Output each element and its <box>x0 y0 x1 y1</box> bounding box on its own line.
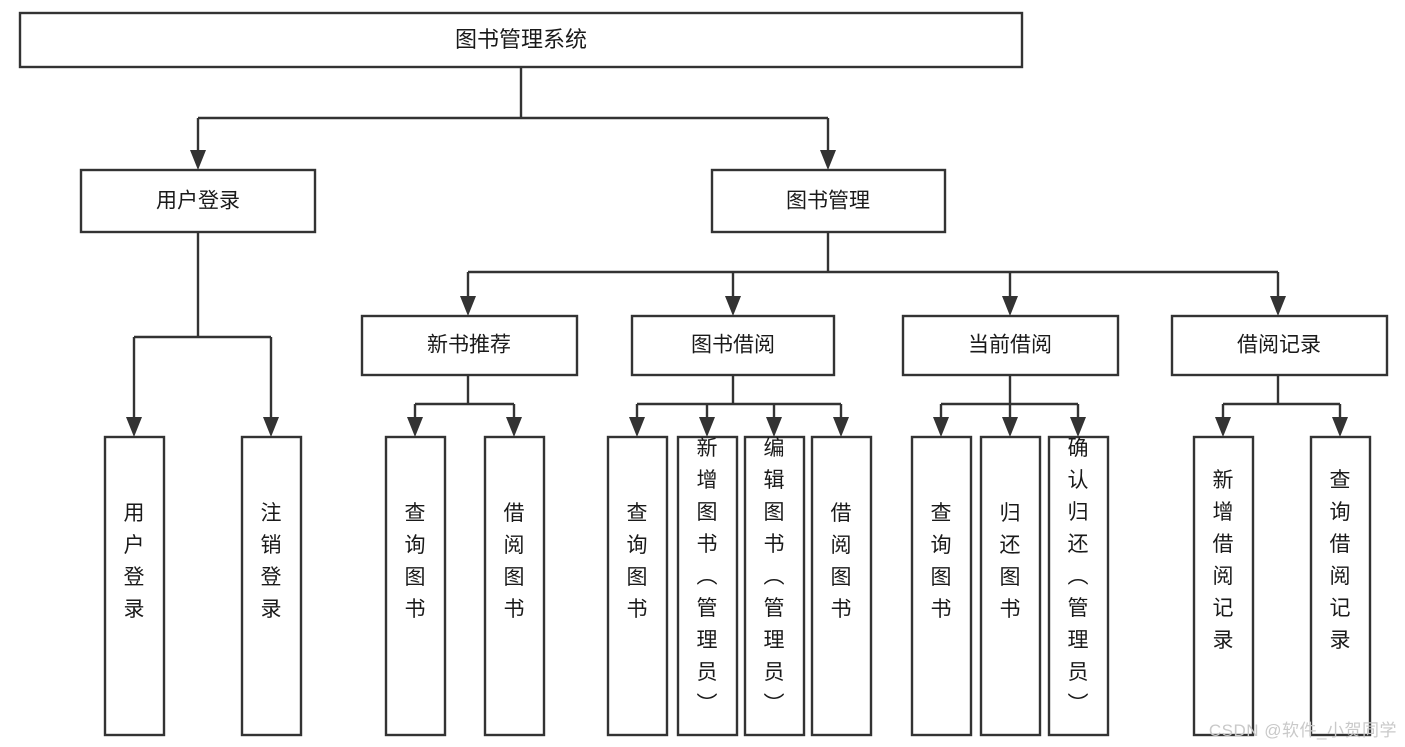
leaf-book-borrow-0-box[interactable] <box>606 435 669 737</box>
node-root[interactable]: 图书管理系统 <box>18 11 1024 69</box>
leaf-borrow-record-0-box[interactable] <box>1192 435 1255 737</box>
arrow-leaf-current-borrow-0 <box>933 417 949 437</box>
csdn-watermark: CSDN @软件_小贺同学 <box>1208 721 1397 740</box>
arrow-to-borrow-record <box>1270 296 1286 316</box>
node-current-borrow[interactable]: 当前借阅 <box>901 314 1120 377</box>
leaf-user-login-1-label: 注销登录 <box>261 502 282 621</box>
leaf-current-borrow-0[interactable]: 查询图书 <box>910 435 973 737</box>
node-user-login-label: 用户登录 <box>156 190 240 213</box>
leaf-book-borrow-2-label: 编辑图书︵管理员︶ <box>764 437 785 716</box>
node-borrow-record-box[interactable] <box>1170 314 1389 377</box>
node-current-borrow-label: 当前借阅 <box>968 334 1052 357</box>
leaf-book-borrow-1-box[interactable] <box>676 435 739 737</box>
arrow-to-current-borrow <box>1002 296 1018 316</box>
node-current-borrow-box[interactable] <box>901 314 1120 377</box>
leaf-current-borrow-2[interactable]: 确认归还︵管理员︶ <box>1047 435 1110 737</box>
leaf-user-login-0[interactable]: 用户登录 <box>103 435 166 737</box>
leaf-new-book-0[interactable]: 查询图书 <box>384 435 447 737</box>
node-new-book-recommend-label: 新书推荐 <box>427 334 511 357</box>
leaf-book-borrow-2-box[interactable] <box>743 435 806 737</box>
leaf-current-borrow-0-label: 查询图书 <box>931 502 952 621</box>
leaf-borrow-record-0[interactable]: 新增借阅记录 <box>1192 435 1255 737</box>
leaf-current-borrow-1-box[interactable] <box>979 435 1042 737</box>
arrow-to-user-login <box>190 150 206 170</box>
leaf-new-book-1-box[interactable] <box>483 435 546 737</box>
arrow-leaf-current-borrow-1 <box>1002 417 1018 437</box>
leaf-book-borrow-3[interactable]: 借阅图书 <box>810 435 873 737</box>
leaf-borrow-record-1[interactable]: 查询借阅记录 <box>1309 435 1372 737</box>
node-book-borrow-box[interactable] <box>630 314 836 377</box>
leaf-new-book-0-label: 查询图书 <box>405 502 426 621</box>
arrow-leaf-user-login-1 <box>263 417 279 437</box>
leaf-book-borrow-0-label: 查询图书 <box>627 502 648 621</box>
leaf-book-borrow-1-label: 新增图书︵管理员︶ <box>697 437 718 716</box>
leaf-book-borrow-1[interactable]: 新增图书︵管理员︶ <box>676 435 739 737</box>
node-root-box[interactable] <box>18 11 1024 69</box>
node-book-management[interactable]: 图书管理 <box>710 168 947 234</box>
node-user-login-box[interactable] <box>79 168 317 234</box>
arrow-leaf-book-borrow-3 <box>833 417 849 437</box>
leaf-current-borrow-1-label: 归还图书 <box>1000 502 1021 621</box>
arrow-leaf-book-borrow-1 <box>699 417 715 437</box>
arrow-leaf-book-borrow-2 <box>766 417 782 437</box>
arrow-leaf-borrow-record-0 <box>1215 417 1231 437</box>
leaf-book-borrow-2[interactable]: 编辑图书︵管理员︶ <box>743 435 806 737</box>
arrow-leaf-user-login-0 <box>126 417 142 437</box>
arrow-leaf-book-borrow-0 <box>629 417 645 437</box>
node-book-management-box[interactable] <box>710 168 947 234</box>
leaf-user-login-1-box[interactable] <box>240 435 303 737</box>
leaf-book-borrow-3-box[interactable] <box>810 435 873 737</box>
arrow-to-book-borrow <box>725 296 741 316</box>
leaf-new-book-0-box[interactable] <box>384 435 447 737</box>
leaf-new-book-1[interactable]: 借阅图书 <box>483 435 546 737</box>
arrow-to-book-mgmt <box>820 150 836 170</box>
leaf-current-borrow-1[interactable]: 归还图书 <box>979 435 1042 737</box>
leaf-user-login-1[interactable]: 注销登录 <box>240 435 303 737</box>
arrow-leaf-new-book-1 <box>506 417 522 437</box>
arrow-leaf-borrow-record-1 <box>1332 417 1348 437</box>
leaf-current-borrow-0-box[interactable] <box>910 435 973 737</box>
leaf-borrow-record-0-label: 新增借阅记录 <box>1213 469 1234 652</box>
node-book-borrow-label: 图书借阅 <box>691 334 775 357</box>
node-new-book-recommend[interactable]: 新书推荐 <box>360 314 579 377</box>
arrow-to-new-book <box>460 296 476 316</box>
leaf-current-borrow-2-label: 确认归还︵管理员︶ <box>1068 437 1089 716</box>
leaf-user-login-0-label: 用户登录 <box>124 502 145 621</box>
leaf-book-borrow-3-label: 借阅图书 <box>831 502 852 621</box>
node-root-label: 图书管理系统 <box>455 27 587 52</box>
leaf-user-login-0-box[interactable] <box>103 435 166 737</box>
leaf-new-book-1-label: 借阅图书 <box>504 502 525 621</box>
node-borrow-record-label: 借阅记录 <box>1237 334 1321 357</box>
arrow-leaf-current-borrow-2 <box>1070 417 1086 437</box>
arrow-leaf-new-book-0 <box>407 417 423 437</box>
leaf-borrow-record-1-label: 查询借阅记录 <box>1330 469 1351 652</box>
node-book-management-label: 图书管理 <box>786 190 870 213</box>
connector-layer <box>126 67 1348 437</box>
leaf-book-borrow-0[interactable]: 查询图书 <box>606 435 669 737</box>
leaf-borrow-record-1-box[interactable] <box>1309 435 1372 737</box>
node-borrow-record[interactable]: 借阅记录 <box>1170 314 1389 377</box>
node-new-book-recommend-box[interactable] <box>360 314 579 377</box>
node-user-login[interactable]: 用户登录 <box>79 168 317 234</box>
node-book-borrow[interactable]: 图书借阅 <box>630 314 836 377</box>
leaf-current-borrow-2-box[interactable] <box>1047 435 1110 737</box>
